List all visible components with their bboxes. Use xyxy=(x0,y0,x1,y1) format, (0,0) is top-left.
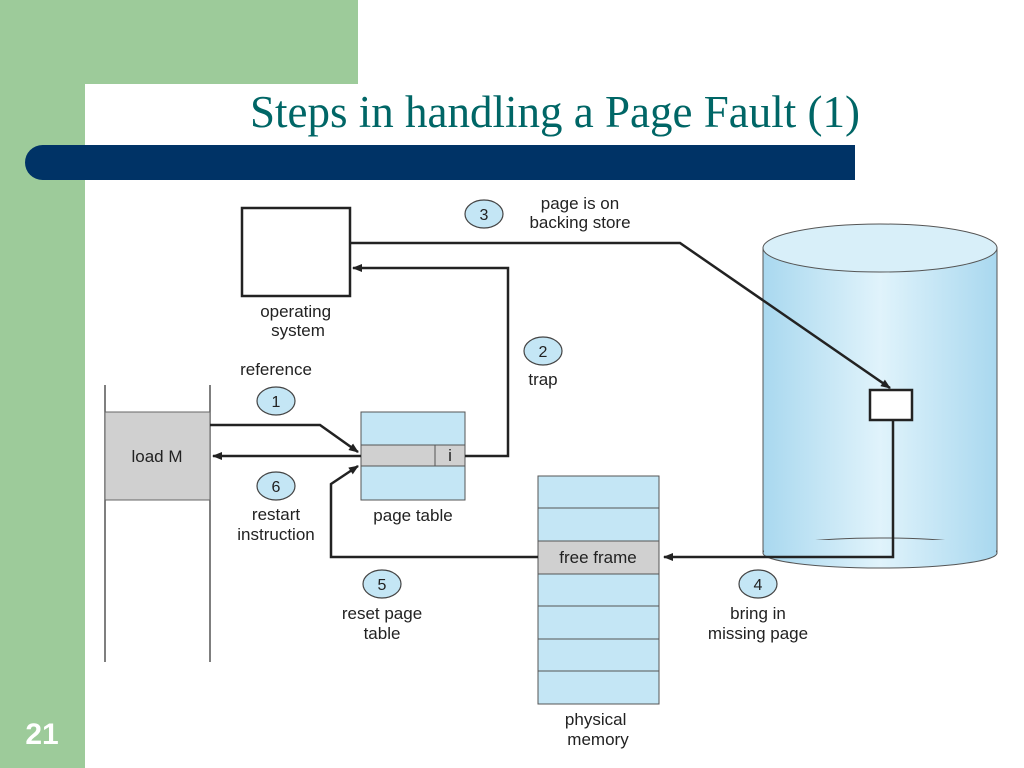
step-number: 6 xyxy=(272,479,281,496)
step-bubble xyxy=(256,386,296,416)
step-label: reference xyxy=(240,360,312,379)
physical-memory-label: physical memory xyxy=(565,710,631,749)
step-label: bring in xyxy=(730,604,786,623)
step4-bring-in-arrow xyxy=(663,420,895,561)
step-bubble xyxy=(523,336,563,366)
step-bubble xyxy=(738,569,778,599)
memory-frame xyxy=(537,573,660,607)
memory-frame xyxy=(537,507,660,542)
step-2: 2 trap xyxy=(523,336,563,389)
free-frame-label: free frame xyxy=(559,548,636,567)
green-side-strip xyxy=(0,0,85,768)
step-label: backing store xyxy=(529,213,630,232)
step-bubble xyxy=(362,569,402,599)
step-label: page is on xyxy=(541,194,619,213)
step-number: 1 xyxy=(272,394,281,411)
step-1: 1 reference xyxy=(240,360,312,416)
operating-system-label: operating system xyxy=(260,302,336,340)
slide-number: 21 xyxy=(25,718,59,751)
memory-frame xyxy=(537,605,660,640)
step-bubble xyxy=(256,471,296,501)
step-label: trap xyxy=(528,370,557,389)
step3-backing-store-arrow xyxy=(350,241,891,390)
step-number: 5 xyxy=(378,577,387,594)
page-table-label: page table xyxy=(373,506,452,525)
page-table xyxy=(360,411,466,501)
step-label: instruction xyxy=(237,525,314,544)
step-label: missing page xyxy=(708,624,808,643)
load-instruction-box xyxy=(104,411,211,501)
operating-system-box xyxy=(240,206,352,298)
memory-frame xyxy=(537,638,660,672)
physical-memory xyxy=(537,475,660,705)
invalid-bit: i xyxy=(448,446,452,465)
step5-reset-arrow xyxy=(329,464,538,559)
step1-reference-arrow xyxy=(210,423,359,454)
step-bubble xyxy=(464,199,504,229)
memory-frame xyxy=(537,475,660,509)
missing-page-block xyxy=(868,388,914,422)
step-number: 4 xyxy=(754,577,763,594)
free-frame xyxy=(537,540,660,575)
step-label: restart xyxy=(252,505,300,524)
step-label: table xyxy=(364,624,401,643)
step-number: 2 xyxy=(539,344,548,361)
memory-frame xyxy=(537,670,660,705)
load-instruction-label: load M xyxy=(131,447,182,466)
slide-title: Steps in handling a Page Fault (1) xyxy=(250,87,860,137)
title-underline-bar xyxy=(25,145,855,180)
step-label: reset page xyxy=(342,604,422,623)
step-number: 3 xyxy=(480,207,489,224)
step2-trap-arrow xyxy=(352,264,510,458)
